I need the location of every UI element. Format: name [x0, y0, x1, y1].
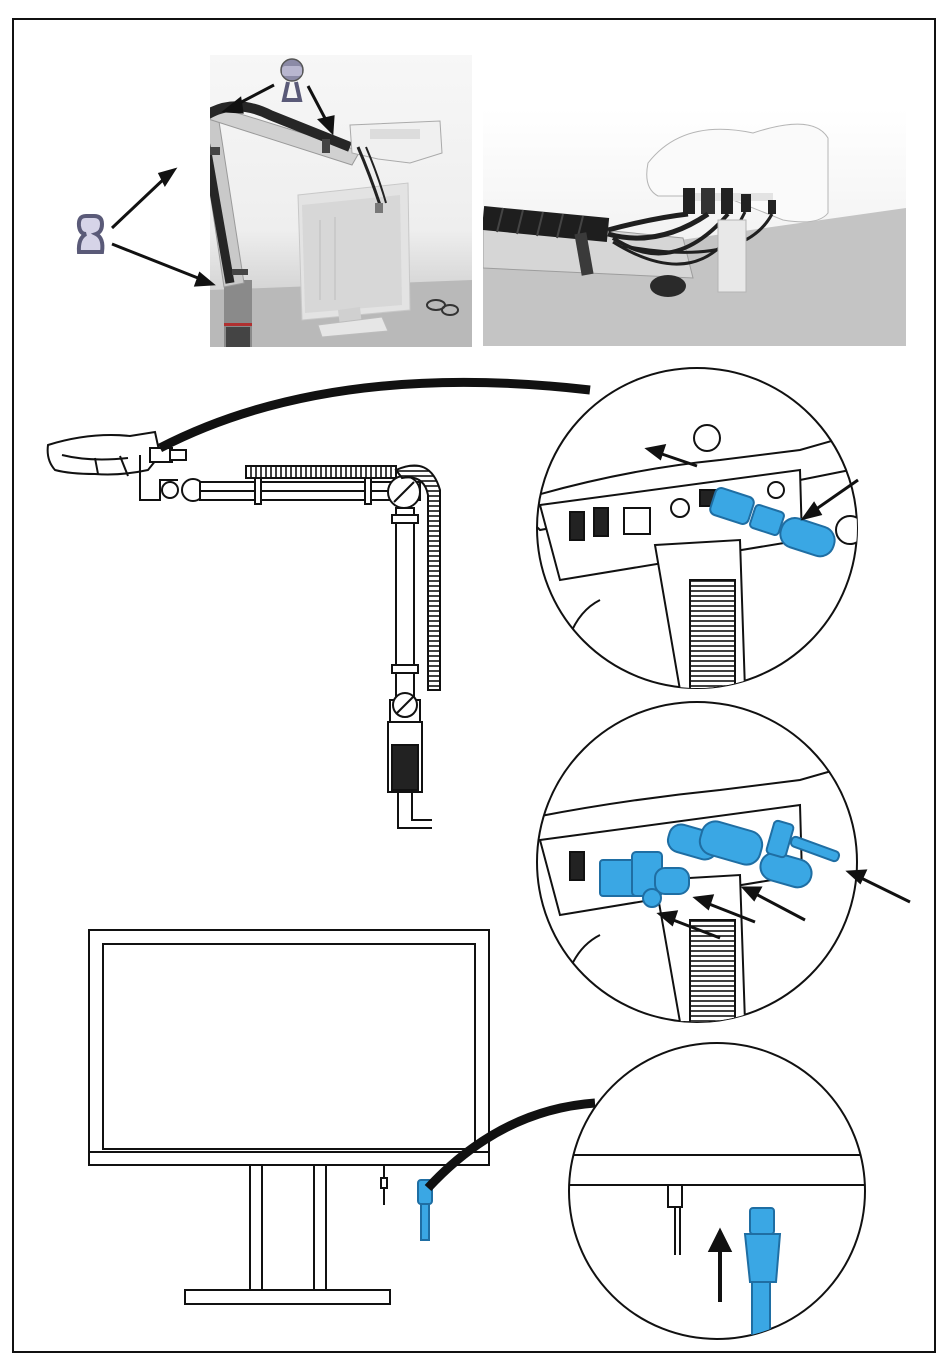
drawing-monitor — [89, 930, 489, 1304]
cable-clip-icon — [281, 59, 303, 100]
detail-circle-all-cables — [520, 702, 910, 1030]
detail-circle-monitor-cable — [560, 1043, 880, 1342]
detail-circle-first-cable — [520, 368, 870, 700]
cable-clip-icon — [79, 216, 103, 252]
drawing-arm-assembly — [48, 432, 440, 828]
arrow-icon — [112, 85, 333, 285]
